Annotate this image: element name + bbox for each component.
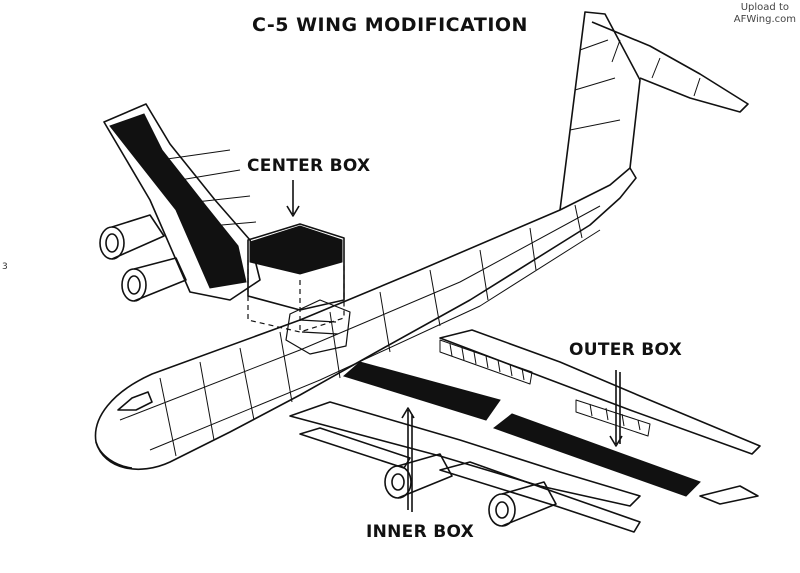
horizontal-stabilizer-ribs [611,39,701,97]
page-mark: 3 [2,262,8,272]
near-wing-spar-structure [439,339,533,385]
cockpit-windows [117,391,153,411]
diagram-title: C-5 WING MODIFICATION [252,14,528,36]
inner-box-label: INNER BOX [366,522,475,542]
center-box-dashed [247,260,345,333]
outer-box-label: OUTER BOX [569,340,683,360]
watermark: Upload to AFWing.com [734,2,796,26]
fuselage-frames [159,204,583,457]
outer-spar-structure [575,399,651,437]
vertical-stabilizer-ribs [569,39,621,131]
inner-box [342,361,501,421]
fuselage [94,167,637,470]
vertical-stabilizer [559,11,641,211]
near-wing-flap [439,461,641,533]
far-wing-flaps [159,149,257,227]
near-engine-2 [488,481,557,527]
near-wing-slat [299,427,411,469]
watermark-line-1: Upload to [740,2,789,13]
outer-box [492,413,701,497]
near-engine-1 [384,453,453,499]
center-box [249,225,343,275]
near-wing-trailing-panel [289,401,641,507]
inner-box-arrow [401,407,415,512]
center-box-label: CENTER BOX [247,156,371,176]
far-wing-box [109,113,247,289]
horizontal-stabilizer [591,21,749,113]
center-box-arrow [286,180,300,217]
far-engine-2 [121,257,187,302]
wing-tip [699,485,759,505]
watermark-line-2: AFWing.com [733,14,796,25]
far-engine-1 [99,214,165,260]
outer-box-arrow [609,370,623,447]
fuselage-stringer [119,205,601,421]
fuselage-stringer-2 [149,229,601,451]
wing-root [285,299,351,355]
nose-cone [95,441,133,469]
near-wing-leading-edge [439,329,761,455]
